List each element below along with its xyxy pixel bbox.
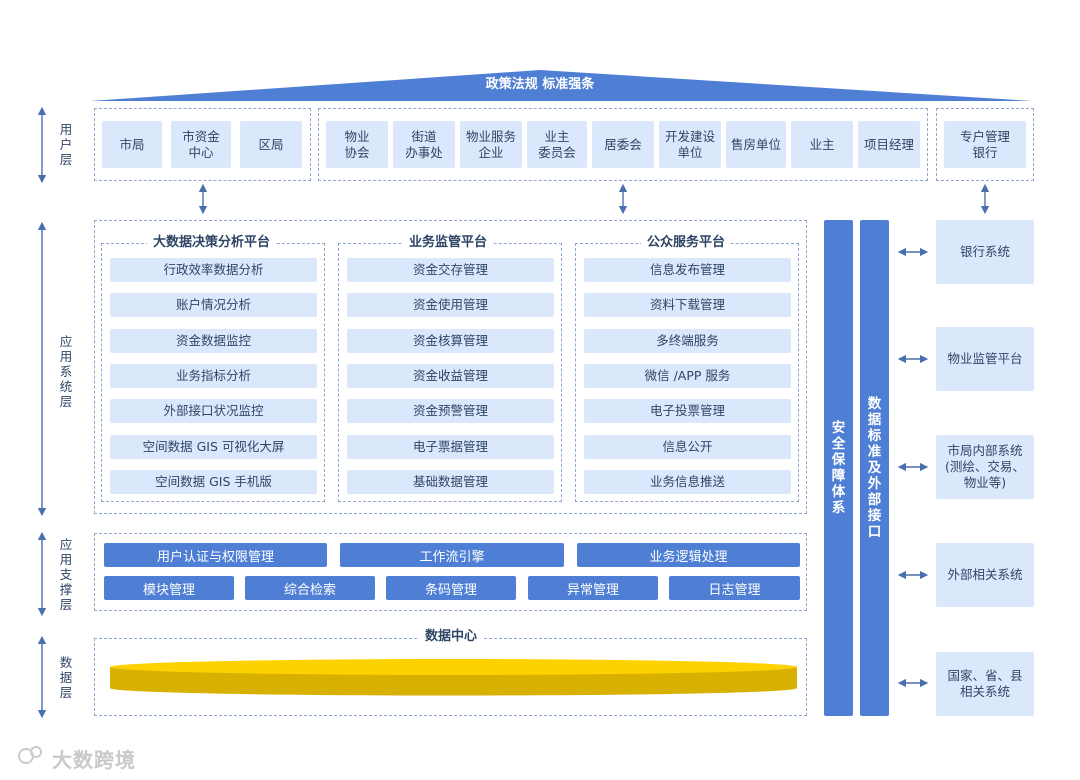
bigdata-item: 资金数据监控 bbox=[110, 329, 317, 353]
user-zhuanhu-yinhang: 专户管理 银行 bbox=[944, 121, 1026, 168]
external-related-system: 外部相关系统 bbox=[936, 543, 1034, 607]
external-bank-system: 银行系统 bbox=[936, 220, 1034, 284]
support-exception: 异常管理 bbox=[528, 576, 658, 600]
data-interface-label: 数 据 标 准 及 外 部 接 口 bbox=[867, 396, 882, 540]
bigdata-item: 空间数据 GIS 手机版 bbox=[110, 470, 317, 494]
public-item: 多终端服务 bbox=[584, 329, 791, 353]
layer-label-data: 数 据 层 bbox=[59, 655, 73, 700]
public-item: 电子投票管理 bbox=[584, 399, 791, 423]
user-yezhu: 业主 bbox=[791, 121, 853, 168]
supervision-item: 资金预警管理 bbox=[347, 399, 554, 423]
bigdata-item: 外部接口状况监控 bbox=[110, 399, 317, 423]
user-kaifa-danwei: 开发建设 单位 bbox=[659, 121, 721, 168]
data-center-title: 数据中心 bbox=[419, 628, 484, 646]
bigdata-item: 账户情况分析 bbox=[110, 293, 317, 317]
roof-title: 政策法规 标准强条 bbox=[485, 77, 595, 92]
support-module: 模块管理 bbox=[104, 576, 234, 600]
support-workflow: 工作流引擎 bbox=[340, 543, 564, 567]
user-juweihui: 居委会 bbox=[592, 121, 654, 168]
supervision-item: 电子票据管理 bbox=[347, 435, 554, 459]
public-item: 信息发布管理 bbox=[584, 258, 791, 282]
public-item: 微信 /APP 服务 bbox=[584, 364, 791, 388]
support-log: 日志管理 bbox=[669, 576, 800, 600]
user-wuye-qiye: 物业服务 企业 bbox=[460, 121, 522, 168]
security-system-label: 安 全 保 障 体 系 bbox=[831, 420, 846, 516]
data-interface-bar: 数 据 标 准 及 外 部 接 口 bbox=[860, 220, 889, 716]
external-property-platform: 物业监管平台 bbox=[936, 327, 1034, 391]
support-search: 综合检索 bbox=[245, 576, 375, 600]
public-item: 信息公开 bbox=[584, 435, 791, 459]
user-group-government bbox=[94, 108, 311, 181]
layer-label-support: 应 用 支 撑 层 bbox=[59, 537, 73, 612]
user-xiangmu-jingli: 项目经理 bbox=[858, 121, 920, 168]
layer-label-user: 用 户 层 bbox=[59, 122, 73, 167]
bigdata-item: 空间数据 GIS 可视化大屏 bbox=[110, 435, 317, 459]
user-shizijin-zhongxin: 市资金 中心 bbox=[171, 121, 231, 168]
user-shiju: 市局 bbox=[102, 121, 162, 168]
layer-label-app: 应 用 系 统 层 bbox=[59, 334, 73, 409]
platform-supervision-title: 业务监管平台 bbox=[403, 234, 494, 252]
security-system-bar: 安 全 保 障 体 系 bbox=[824, 220, 853, 716]
supervision-item: 资金核算管理 bbox=[347, 329, 554, 353]
platform-bigdata-title: 大数据决策分析平台 bbox=[147, 234, 277, 252]
public-item: 业务信息推送 bbox=[584, 470, 791, 494]
supervision-item: 资金收益管理 bbox=[347, 364, 554, 388]
user-wuye-xiehui: 物业 协会 bbox=[326, 121, 388, 168]
external-national-system: 国家、省、县 相关系统 bbox=[936, 652, 1034, 716]
supervision-item: 资金使用管理 bbox=[347, 293, 554, 317]
supervision-item: 基础数据管理 bbox=[347, 470, 554, 494]
support-barcode: 条码管理 bbox=[386, 576, 516, 600]
bigdata-item: 业务指标分析 bbox=[110, 364, 317, 388]
support-auth: 用户认证与权限管理 bbox=[104, 543, 327, 567]
supervision-item: 资金交存管理 bbox=[347, 258, 554, 282]
user-quju: 区局 bbox=[240, 121, 302, 168]
external-bureau-internal: 市局内部系统 (测绘、交易、 物业等) bbox=[936, 435, 1034, 499]
support-business-logic: 业务逻辑处理 bbox=[577, 543, 800, 567]
bigdata-item: 行政效率数据分析 bbox=[110, 258, 317, 282]
user-yezhu-weiyuanhui: 业主 委员会 bbox=[527, 121, 587, 168]
user-group-community bbox=[318, 108, 928, 181]
app-layer-frame bbox=[94, 220, 807, 514]
user-shoufang-danwei: 售房单位 bbox=[726, 121, 786, 168]
user-jiedao: 街道 办事处 bbox=[393, 121, 455, 168]
platform-public-title: 公众服务平台 bbox=[641, 234, 732, 252]
user-group-bank bbox=[936, 108, 1034, 181]
watermark-text: 大数跨境 bbox=[52, 748, 136, 772]
support-layer-frame bbox=[94, 533, 807, 611]
public-item: 资料下载管理 bbox=[584, 293, 791, 317]
